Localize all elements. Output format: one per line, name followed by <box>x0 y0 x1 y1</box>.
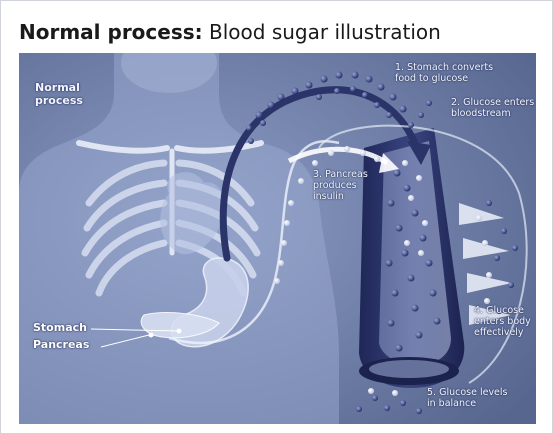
step-3-label: 3. Pancreas produces insulin <box>313 169 368 202</box>
step-1-label: 1. Stomach converts food to glucose <box>395 62 493 84</box>
corner-label-normal-process: Normal process <box>35 81 83 107</box>
figure-title: Normal process: Blood sugar illustration <box>19 20 441 44</box>
step-5-label: 5. Glucose levels in balance <box>427 387 508 409</box>
step-4-label: 4. Glucose enters body effectively <box>474 305 531 338</box>
figure-title-bold: Normal process: <box>19 20 203 44</box>
step-2-label: 2. Glucose enters bloodstream <box>451 97 534 119</box>
blood-sugar-illustration: Normal process 1. Stomach converts food … <box>19 53 536 424</box>
stomach-pointer-dot <box>177 329 182 334</box>
stomach-label: Stomach <box>33 321 87 334</box>
figure-title-rest: Blood sugar illustration <box>203 20 441 44</box>
pancreas-pointer-dot <box>149 333 154 338</box>
pancreas-label: Pancreas <box>33 338 89 351</box>
